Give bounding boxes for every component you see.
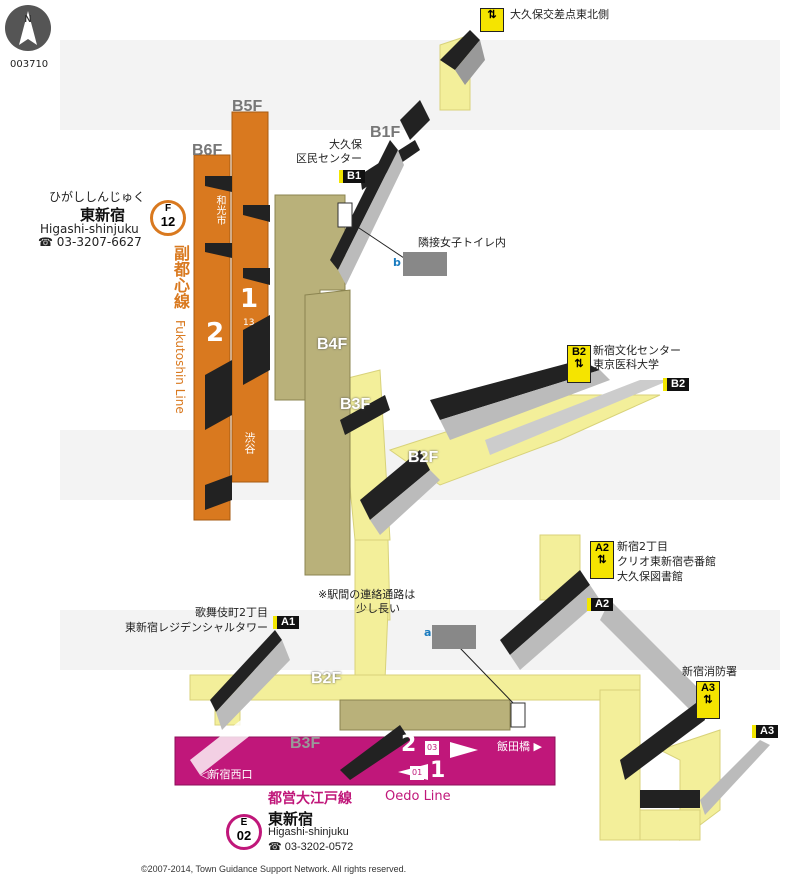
oedo-code-letter: E — [240, 817, 248, 828]
fukutoshin-code-number: 12 — [160, 214, 176, 229]
exit-b2-label-2: 東京医科大学 — [593, 358, 659, 371]
exit-b2-elevator[interactable]: B2⇅ — [567, 345, 591, 383]
facility-a-marker: a — [424, 626, 432, 639]
facility-icons — [337, 202, 526, 728]
oedo-station-code: E 02 — [226, 814, 262, 850]
floor-label-b2f-lower: B2F — [311, 670, 342, 687]
exit-b2-code: B2 — [571, 346, 587, 358]
exit-a2-label-1: 新宿2丁目 — [617, 540, 668, 553]
fukutoshin-code-letter: F — [164, 203, 172, 214]
floor-label-b2f-upper: B2F — [408, 449, 439, 466]
elevator-icon: ⇅ — [480, 8, 504, 32]
facility-b-marker: b — [393, 256, 401, 269]
exit-b2-label-1: 新宿文化センター — [593, 344, 681, 357]
exit-a3-tag[interactable]: A3 — [752, 725, 779, 738]
oedo-station-name: 東新宿 — [268, 810, 314, 828]
fukutoshin-track-2: 2 — [206, 318, 225, 348]
exit-a1-label-2: 東新宿レジデンシャルタワー — [125, 621, 268, 634]
exit-a3-label-1: 新宿消防署 — [682, 665, 737, 678]
fukutoshin-direction-shibuya: 渋谷 — [243, 432, 256, 454]
fukutoshin-kana: ひがししんじゅく — [48, 190, 145, 204]
fukutoshin-platforms — [193, 111, 269, 521]
oedo-line-en: Oedo Line — [385, 789, 451, 804]
svg-text:N: N — [24, 14, 31, 25]
exit-a1-tag[interactable]: A1 — [273, 616, 300, 629]
oedo-romaji: Higashi-shinjuku — [268, 826, 349, 838]
oedo-direction-shinjuku-nishiguchi: ◁新宿西口 — [200, 768, 253, 781]
exit-a3-elevator[interactable]: A3⇅ — [696, 681, 720, 719]
exit-b1-label-1: 大久保 — [329, 138, 362, 151]
oedo-code-number: 02 — [236, 828, 252, 843]
oedo-track-2: 2 — [401, 732, 417, 757]
fukutoshin-romaji: Higashi-shinjuku — [40, 222, 139, 236]
copyright: ©2007-2014, Town Guidance Support Networ… — [141, 864, 407, 874]
floor-label-b1f: B1F — [370, 124, 401, 141]
fukutoshin-station-name: 東新宿 — [80, 206, 126, 224]
floor-label-b4f: B4F — [317, 336, 348, 353]
map-id: 003710 — [10, 59, 49, 70]
oedo-track-1: 1 — [430, 758, 446, 783]
fukutoshin-direction-wakoshi: 和光市 — [214, 195, 225, 225]
oedo-direction-iidabashi: 飯田橋 ▶ — [497, 740, 542, 753]
exit-a2-label-2: クリオ東新宿壱番館 — [617, 555, 716, 568]
fukutoshin-track-1: 1 — [240, 284, 259, 314]
oedo-direction-iidabashi-text: 飯田橋 — [497, 740, 530, 753]
floor-label-b5f: B5F — [232, 98, 263, 115]
floor-label-b6f: B6F — [192, 142, 223, 159]
exit-b1-tag[interactable]: B1 — [339, 170, 366, 183]
fukutoshin-station-code: F 12 — [150, 200, 186, 236]
exit-a2-elevator[interactable]: A2⇅ — [590, 541, 614, 579]
exit-a2-label-3: 大久保図書館 — [617, 570, 683, 583]
fukutoshin-track-1-number: 13 — [243, 318, 255, 328]
compass-icon: N — [5, 5, 51, 51]
exit-a2-code: A2 — [594, 542, 610, 554]
oedo-line-jp: 都営大江戸線 — [268, 791, 352, 807]
exit-a3-code: A3 — [700, 682, 716, 694]
fukutoshin-line-en: Fukutoshin Line — [173, 320, 187, 414]
exit-b1-label-2: 区民センター — [296, 152, 362, 165]
transfer-note-1: ※駅間の連絡通路は — [318, 588, 416, 601]
floor-label-b3f-lower: B3F — [290, 735, 321, 752]
exit-a2-tag[interactable]: A2 — [587, 598, 614, 611]
exit-b2-tag[interactable]: B2 — [663, 378, 690, 391]
toilet-note: 隣接女子トイレ内 — [418, 236, 506, 249]
stair-wedges — [190, 30, 770, 815]
callout-lines — [349, 221, 516, 706]
olive-concourse — [274, 194, 511, 731]
exit-top-label: 大久保交差点東北側 — [510, 8, 609, 21]
oedo-num-03: 03 — [425, 741, 440, 755]
floor-label-b3f-upper: B3F — [340, 396, 371, 413]
fukutoshin-phone: ☎ 03-3207-6627 — [38, 235, 142, 249]
oedo-num-01: 01 — [410, 766, 425, 780]
transfer-note-2: 少し長い — [356, 602, 400, 615]
fukutoshin-line-jp: 副都心線 — [171, 245, 190, 309]
oedo-phone: ☎ 03-3202-0572 — [268, 841, 354, 853]
exit-a1-label-1: 歌舞伎町2丁目 — [195, 606, 268, 619]
